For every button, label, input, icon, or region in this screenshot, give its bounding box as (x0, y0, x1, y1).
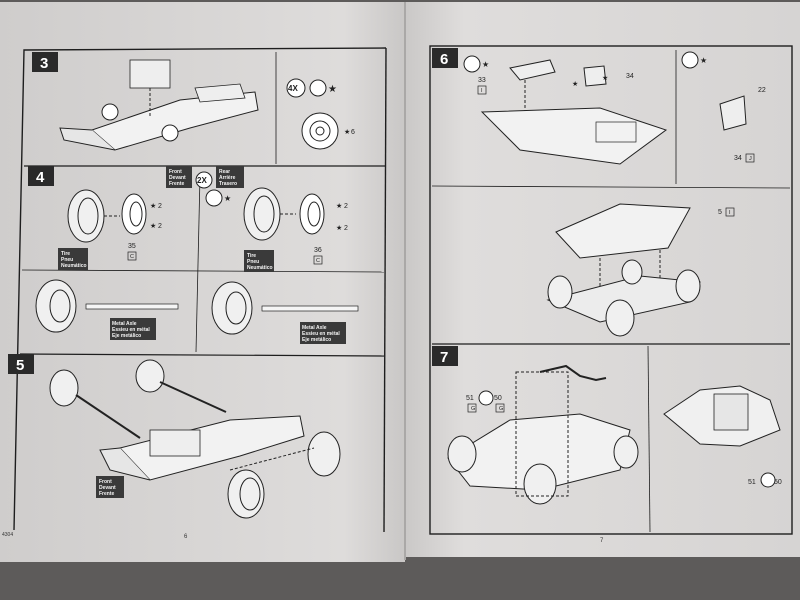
svg-text:Essieu en métal: Essieu en métal (112, 327, 150, 333)
svg-text:Front: Front (99, 479, 112, 485)
svg-text:Eje metálico: Eje metálico (302, 337, 331, 343)
star-icon: ★ (700, 56, 707, 65)
svg-text:22: 22 (758, 87, 766, 94)
svg-text:I: I (481, 88, 483, 94)
svg-text:51: 51 (466, 395, 474, 402)
step-5-number: 5 (16, 357, 24, 374)
svg-text:2: 2 (158, 223, 162, 230)
svg-text:Rear: Rear (219, 169, 230, 175)
step-4-number: 4 (36, 169, 45, 186)
front-label-box (166, 166, 192, 188)
svg-text:Neumático: Neumático (61, 263, 87, 269)
star-icon: ★ (150, 202, 156, 210)
star-icon: ★ (336, 202, 342, 210)
svg-text:36: 36 (314, 247, 322, 254)
page-number-right: 7 (600, 538, 604, 544)
star-icon: ★ (150, 222, 156, 230)
svg-text:Arrière: Arrière (219, 175, 236, 181)
svg-text:Tire: Tire (61, 251, 70, 257)
step-7-panel: 7 51 G 50 G 51 50 (432, 345, 782, 533)
svg-text:Pneu: Pneu (61, 257, 73, 263)
step-6-panel: 6 ★ 33 I ★ ★ 34 ★ 22 34 J 5 I (431, 48, 791, 345)
svg-text:Frente: Frente (169, 181, 185, 187)
rear-label-box (216, 166, 244, 188)
svg-text:Neumático: Neumático (247, 265, 273, 271)
star-icon: ★ (602, 74, 608, 82)
rear-tire-label (244, 250, 274, 272)
star-icon: ★ (328, 84, 337, 95)
svg-text:Front: Front (169, 169, 182, 175)
svg-text:J: J (749, 156, 752, 162)
footer-code: 4304 (2, 532, 13, 538)
svg-text:33: 33 (478, 77, 486, 84)
svg-text:51: 51 (748, 479, 756, 486)
svg-text:2: 2 (344, 203, 348, 210)
step-4-panel: 4 Front Devant Frente 2X Rear Arrière Tr… (19, 166, 385, 357)
step-3-panel: 3 4X ★ ★ 6 (24, 52, 385, 167)
front-tire-label (58, 248, 88, 270)
svg-text:34: 34 (734, 155, 742, 162)
star-icon: ★ (224, 194, 231, 203)
svg-text:Devant: Devant (169, 175, 186, 181)
svg-text:5: 5 (718, 209, 722, 216)
step-5-panel: 5 Front Devant Frente (8, 354, 341, 519)
star-icon: ★ (344, 128, 350, 136)
svg-text:Frente: Frente (99, 491, 115, 497)
step-5-front-label (96, 476, 124, 498)
star-icon: ★ (336, 224, 342, 232)
svg-text:Tire: Tire (247, 253, 256, 259)
step-3-callout: 4X (288, 84, 298, 93)
step-6-number: 6 (440, 51, 448, 68)
right-frame (429, 45, 793, 535)
star-icon: ★ (482, 60, 489, 69)
svg-text:G: G (499, 406, 503, 412)
svg-text:2: 2 (344, 225, 348, 232)
svg-text:Eje metálico: Eje metálico (112, 333, 141, 339)
svg-text:Pneu: Pneu (247, 259, 259, 265)
step-3-ref: 6 (351, 129, 355, 136)
step-7-number: 7 (440, 349, 448, 366)
step-4-multiplier: 2X (197, 176, 207, 185)
svg-text:35: 35 (128, 243, 136, 250)
svg-text:34: 34 (626, 73, 634, 80)
svg-text:C: C (316, 258, 320, 264)
step-3-number: 3 (40, 55, 48, 72)
svg-text:Devant: Devant (99, 485, 116, 491)
svg-text:C: C (130, 254, 134, 260)
svg-text:I: I (729, 210, 731, 216)
page-number-left: 6 (184, 534, 188, 540)
svg-text:50: 50 (494, 395, 502, 402)
axle-label-left (110, 318, 156, 340)
svg-text:2: 2 (158, 203, 162, 210)
svg-text:Essieu en métal: Essieu en métal (302, 331, 340, 337)
star-icon: ★ (572, 80, 578, 88)
svg-text:Trasero: Trasero (219, 181, 237, 187)
axle-label-right (300, 322, 346, 344)
svg-text:50: 50 (774, 479, 782, 486)
svg-text:Metal Axle: Metal Axle (302, 325, 327, 331)
svg-text:G: G (471, 406, 475, 412)
svg-text:Metal Axle: Metal Axle (112, 321, 137, 327)
